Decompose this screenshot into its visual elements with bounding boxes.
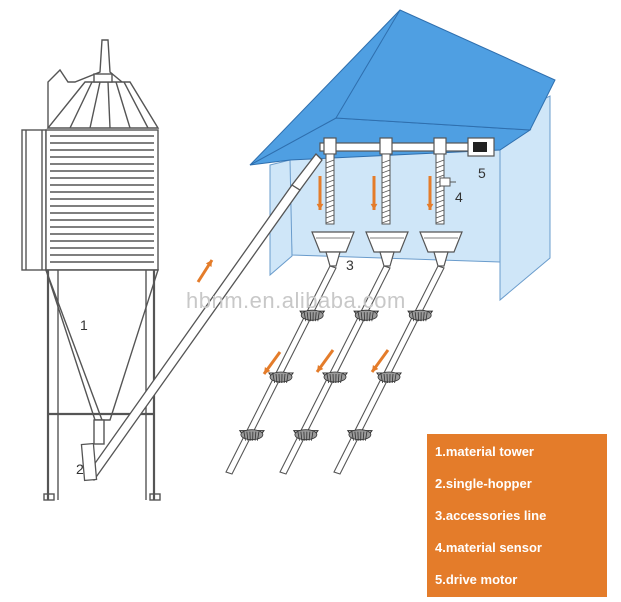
- legend-item-motor: 5.drive motor: [435, 570, 607, 602]
- tower-body: [46, 130, 158, 270]
- legend: 1.material tower 2.single-hopper 3.acces…: [427, 434, 607, 597]
- callout-line: 3: [346, 258, 354, 272]
- poultry-house: [250, 10, 555, 300]
- drop-tube: [382, 154, 390, 224]
- watermark: hbnm.en.alibaba.com: [186, 288, 406, 314]
- callout-hopper: 2: [76, 462, 84, 476]
- drive-motor: [468, 138, 494, 156]
- callout-sensor: 4: [455, 190, 463, 204]
- tower-cone-top: [48, 82, 158, 128]
- hopper: [366, 232, 408, 266]
- drop-tube: [436, 154, 444, 224]
- hoppers: [312, 232, 462, 266]
- flow-arrow: [317, 350, 333, 372]
- legend-item-hopper: 2.single-hopper: [435, 474, 607, 506]
- legend-item-sensor: 4.material sensor: [435, 538, 607, 570]
- callout-tower: 1: [80, 318, 88, 332]
- tower-spout: [94, 420, 104, 444]
- flow-arrow: [198, 260, 212, 282]
- drop-tube: [326, 154, 334, 224]
- legend-item-tower: 1.material tower: [435, 442, 607, 474]
- callout-motor: 5: [478, 166, 486, 180]
- legend-item-line: 3.accessories line: [435, 506, 607, 538]
- material-tower: [22, 40, 160, 500]
